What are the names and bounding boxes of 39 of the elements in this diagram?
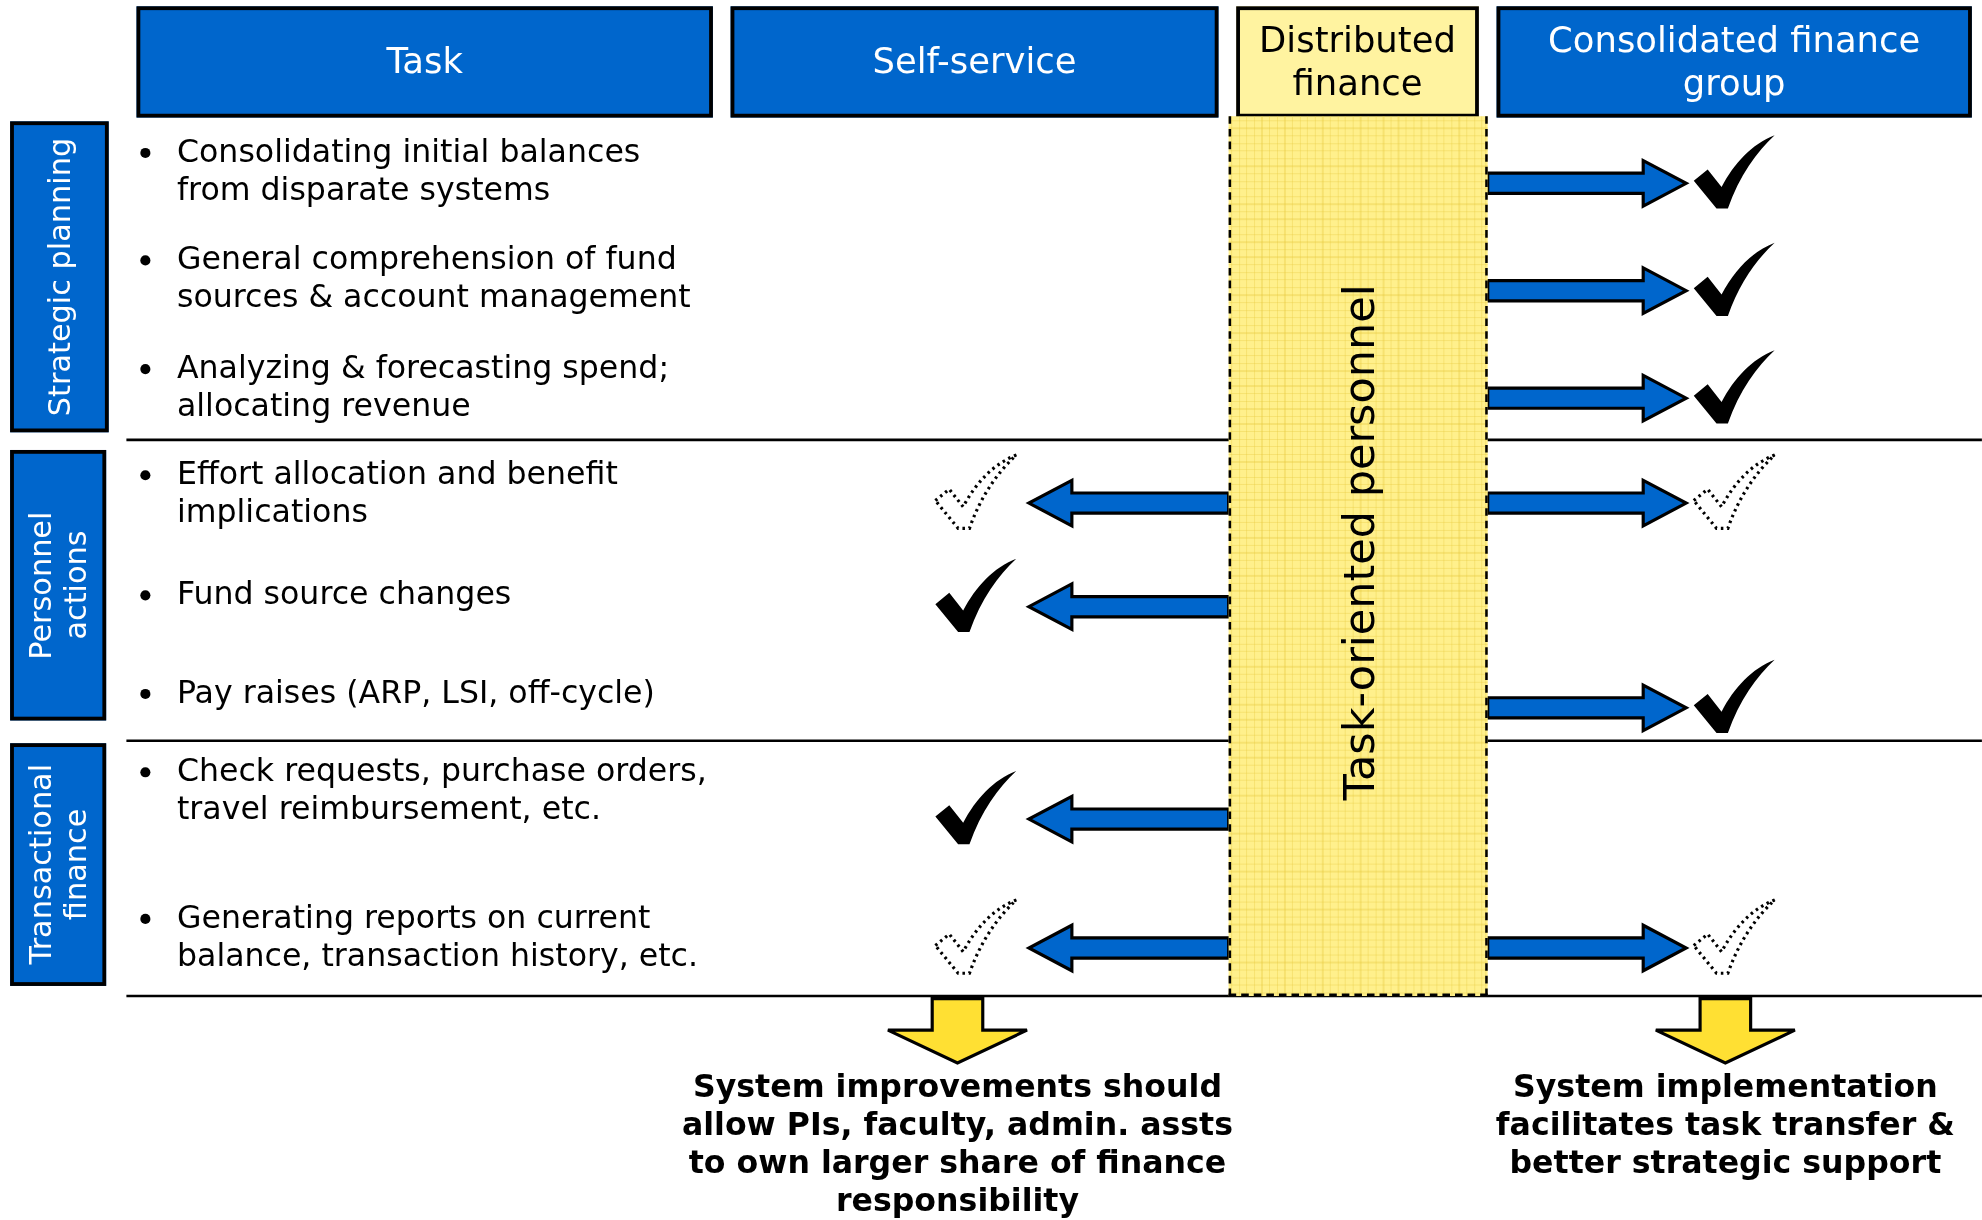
task-text: Fund source changes: [176, 575, 513, 614]
task-text: General comprehension of fund sources & account management: [176, 240, 692, 316]
column-header: Task: [136, 6, 713, 118]
column-header: Self-service: [730, 6, 1219, 118]
conclusion-text: System implementation facilitates task transfer & better strategic support: [1491, 1068, 1960, 1220]
task-text: Consolidating initial balances from disparate systems: [176, 132, 642, 209]
block-arrow: [1654, 996, 1797, 1065]
task-text: Analyzing & forecasting spend; allocating revenue: [176, 348, 671, 425]
checkmark-icon: [1691, 452, 1778, 531]
block-arrow: [1486, 922, 1690, 974]
task-text: Effort allocation and benefit implications: [176, 455, 619, 531]
checkmark-icon: [932, 452, 1019, 531]
conclusion-text: System improvements should allow PIs, faculty, admin. assts to own larger share of finance responsibility: [676, 1068, 1239, 1220]
block-arrow: [1486, 682, 1690, 734]
block-arrow: [886, 996, 1029, 1065]
task-text: Generating reports on current balance, transaction history, etc.: [176, 898, 700, 975]
block-arrow: [1025, 922, 1231, 974]
task-text: Pay raises (ARP, LSI, off-cycle): [176, 673, 656, 712]
row-group-band: [10, 450, 107, 721]
block-arrow: [1025, 581, 1231, 633]
band-label: Task-oriented personnel: [1332, 284, 1384, 801]
row-group-band: [10, 743, 107, 986]
column-header: Distributed finance: [1236, 6, 1479, 118]
column-header: Consolidated finance group: [1496, 6, 1972, 118]
block-arrow: [1486, 265, 1690, 317]
block-arrow: [1486, 157, 1690, 209]
task-text: Check requests, purchase orders, travel reimbursement, etc.: [176, 752, 708, 828]
block-arrow: [1025, 793, 1231, 845]
row-group-band: [10, 121, 109, 433]
block-arrow: [1025, 477, 1231, 529]
checkmark-icon: [1691, 897, 1778, 976]
block-arrow: [1486, 477, 1690, 529]
checkmark-icon: [932, 768, 1019, 847]
band-label: Personnel actions: [22, 510, 94, 662]
column-band: [1228, 116, 1488, 997]
band-label: Strategic planning: [41, 137, 78, 416]
band-label: Transactional finance: [22, 763, 94, 967]
block-arrow: [1486, 372, 1690, 424]
checkmark-icon: [932, 897, 1019, 976]
